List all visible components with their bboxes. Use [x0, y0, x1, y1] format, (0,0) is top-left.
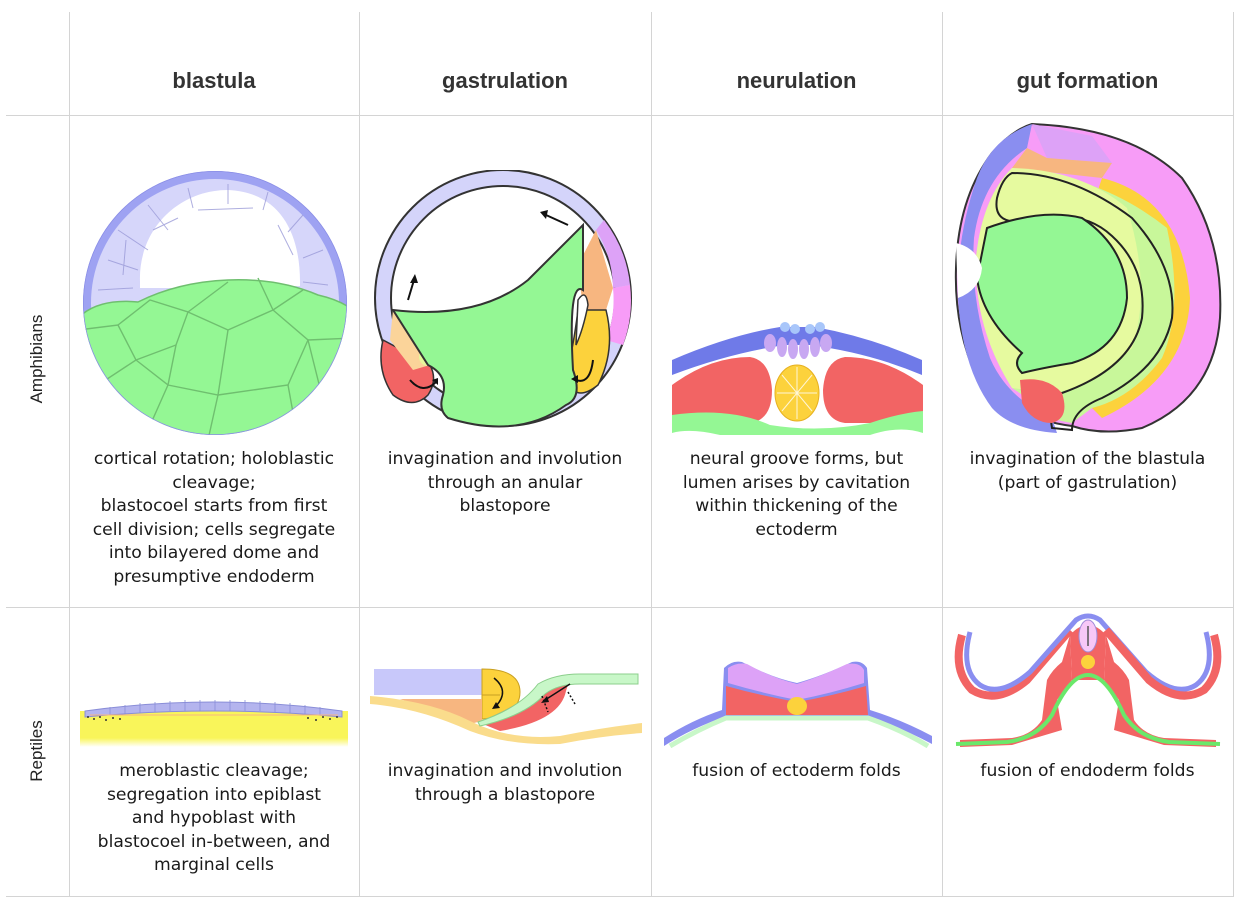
column-header-blastula: blastula	[172, 68, 256, 93]
reptile-blastula-illustration	[80, 695, 348, 747]
grid-line-horizontal	[6, 607, 1234, 608]
column-header-gastrulation: gastrulation	[442, 68, 568, 93]
caption-reptile-blastula: meroblastic cleavage; segregation into e…	[97, 761, 331, 875]
caption-amphibian-blastula: cortical rotation; holoblastic cleavage;…	[92, 449, 336, 587]
amphibian-gastrulation-illustration	[368, 170, 643, 440]
caption-reptile-gut-formation: fusion of endoderm folds	[980, 761, 1195, 781]
column-header-neurulation: neurulation	[736, 68, 857, 93]
caption-reptile-gastrulation: invagination and involution through a bl…	[387, 761, 623, 805]
grid-line-vertical	[69, 12, 70, 896]
column-header-gut-formation: gut formation	[1016, 68, 1159, 93]
grid-line-vertical	[1233, 12, 1234, 896]
grid-line-vertical	[942, 12, 943, 896]
row-label-reptiles: Reptiles	[27, 720, 46, 782]
grid-line-vertical	[651, 12, 652, 896]
amphibian-blastula-illustration	[78, 170, 353, 440]
amphibian-neurulation-illustration	[670, 315, 925, 435]
reptile-neurulation-illustration	[662, 658, 934, 748]
grid-line-horizontal	[6, 896, 1234, 897]
reptile-gut-formation-illustration	[952, 610, 1224, 750]
grid-line-horizontal	[6, 115, 1234, 116]
grid-line-vertical	[359, 12, 360, 896]
caption-amphibian-gastrulation: invagination and involution through an a…	[387, 449, 623, 516]
caption-reptile-neurulation: fusion of ectoderm folds	[692, 761, 901, 781]
row-label-amphibians: Amphibians	[27, 314, 46, 404]
caption-amphibian-neurulation: neural groove forms, but lumen arises by…	[682, 449, 911, 540]
reptile-gastrulation-illustration	[370, 666, 642, 746]
amphibian-gut-formation-illustration	[952, 118, 1227, 436]
caption-amphibian-gut-formation: invagination of the blastula (part of ga…	[969, 449, 1206, 493]
